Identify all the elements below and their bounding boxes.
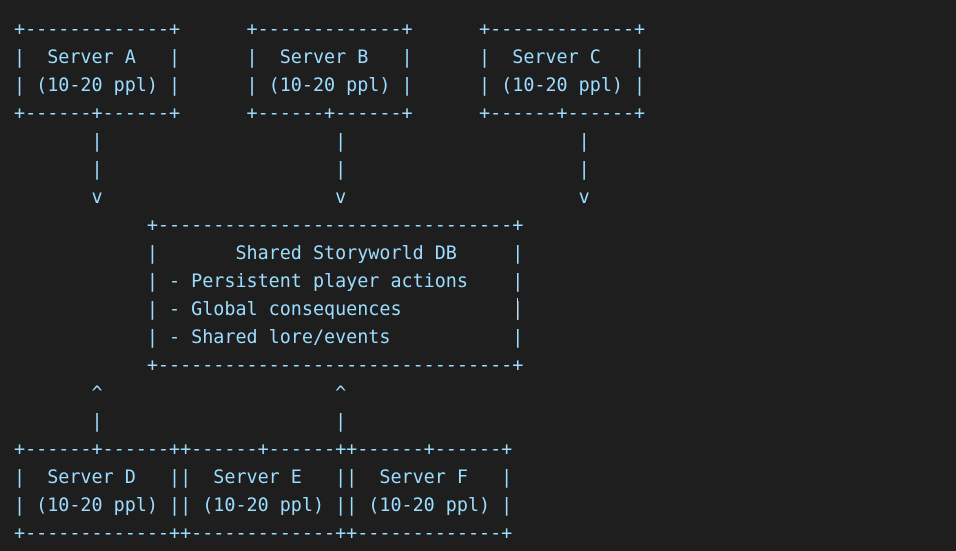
- db-box-item: | - Persistent player actions |: [14, 271, 524, 292]
- connector-line: | | |: [14, 131, 590, 152]
- server-row-top-names: | Server A | | Server B | | Server C |: [14, 47, 646, 68]
- db-box-top-border: +--------------------------------+: [14, 215, 524, 236]
- db-box-bottom-border: +--------------------------------+: [14, 355, 524, 376]
- server-row-bottom-names: | Server D || Server E || Server F |: [14, 467, 513, 488]
- up-arrows: ^ ^: [14, 383, 347, 404]
- db-box-title: | Shared Storyworld DB |: [14, 243, 524, 264]
- db-box-item: | - Shared lore/events |: [14, 327, 524, 348]
- connector-line: | | |: [14, 159, 590, 180]
- ascii-architecture-diagram: +-------------+ +-------------+ +-------…: [14, 16, 645, 548]
- server-row-bottom-capacity: | (10-20 ppl) || (10-20 ppl) || (10-20 p…: [14, 495, 513, 516]
- server-row-top-bottom-border: +------+------+ +------+------+ +------+…: [14, 103, 646, 124]
- server-row-top-border: +-------------+ +-------------+ +-------…: [14, 19, 646, 40]
- server-row-top-capacity: | (10-20 ppl) | | (10-20 ppl) | | (10-20…: [14, 75, 646, 96]
- db-box-item: | - Global consequences |: [14, 299, 524, 320]
- down-arrows: v v v: [14, 187, 590, 208]
- text-cursor: [517, 298, 518, 320]
- connector-line: | |: [14, 411, 347, 432]
- server-row-bottom-top-border: +------+------++------+------++------+--…: [14, 439, 513, 460]
- server-row-bottom-border: +-------------++-------------++---------…: [14, 523, 513, 544]
